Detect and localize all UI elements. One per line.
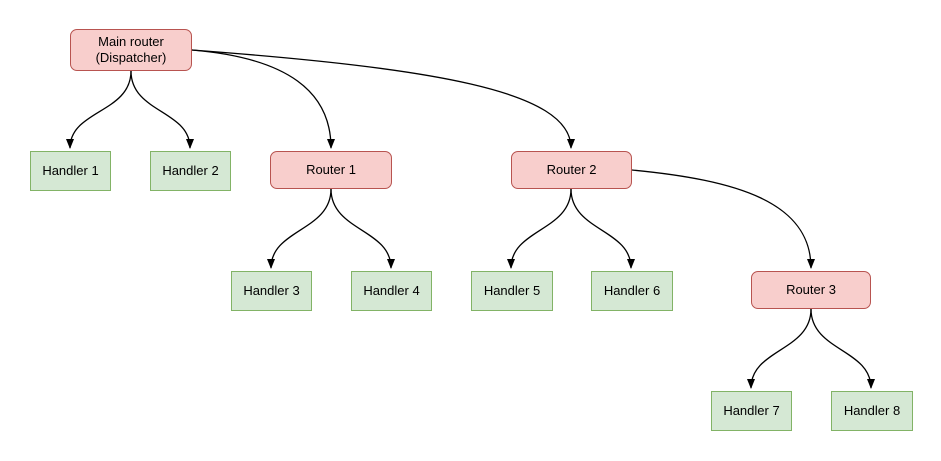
node-label: Router 1 [306, 162, 356, 177]
node-label: Router 3 [786, 282, 836, 297]
node-label: Handler 2 [162, 163, 219, 178]
node-label: Router 2 [546, 162, 597, 177]
edge-router-3-to-handler-8 [810, 308, 875, 389]
node-main-router: Main router (Dispatcher) [70, 29, 192, 71]
edge-main-router-to-handler-2 [130, 70, 194, 149]
edge-router-3-to-handler-7 [747, 308, 812, 389]
node-label: Main router (Dispatcher) [95, 34, 167, 65]
edge-main-router-to-router-2 [191, 49, 575, 149]
node-handler-1: Handler 1 [30, 151, 111, 191]
edge-router-2-to-handler-6 [570, 188, 635, 269]
node-handler-2: Handler 2 [150, 151, 231, 191]
node-label: Handler 4 [363, 283, 420, 298]
node-label: Handler 7 [723, 403, 780, 418]
edge-router-2-to-handler-5 [507, 188, 572, 269]
node-handler-7: Handler 7 [711, 391, 792, 431]
node-handler-5: Handler 5 [471, 271, 553, 311]
node-handler-3: Handler 3 [231, 271, 312, 311]
edge-router-1-to-handler-3 [267, 188, 332, 269]
node-label: Handler 3 [243, 283, 300, 298]
node-label: Handler 1 [42, 163, 99, 178]
edge-main-router-to-handler-1 [66, 70, 132, 149]
node-label: Handler 8 [843, 403, 901, 418]
edge-main-router-to-router-1 [191, 49, 335, 149]
node-router-2: Router 2 [511, 151, 632, 189]
edge-router-2-to-router-3 [631, 169, 815, 269]
node-handler-6: Handler 6 [591, 271, 673, 311]
node-router-1: Router 1 [270, 151, 392, 189]
edge-router-1-to-handler-4 [330, 188, 395, 269]
node-handler-8: Handler 8 [831, 391, 913, 431]
node-label: Handler 5 [483, 283, 541, 298]
node-handler-4: Handler 4 [351, 271, 432, 311]
node-label: Handler 6 [603, 283, 661, 298]
node-router-3: Router 3 [751, 271, 871, 309]
